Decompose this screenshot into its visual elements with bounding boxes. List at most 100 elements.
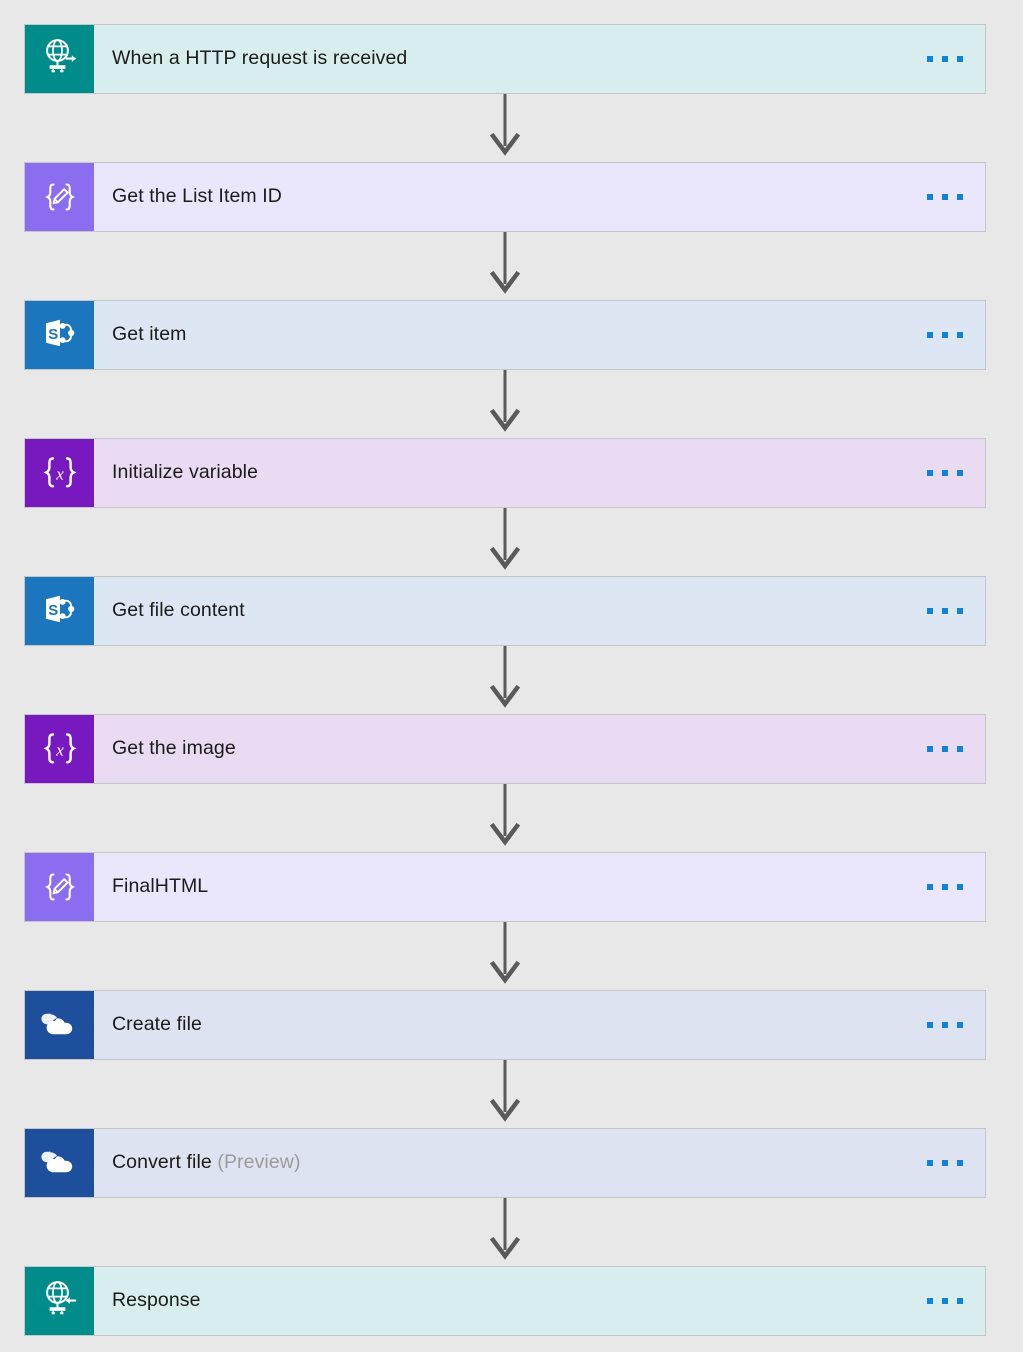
flow-step-body: When a HTTP request is received [94,25,985,93]
ellipsis-dot [927,1022,933,1028]
flow-step-card[interactable]: Convert file (Preview) [24,1128,986,1198]
sharepoint-icon: S [38,587,82,636]
ellipsis-dot [957,470,963,476]
flow-connector [24,646,986,714]
flow-step-card[interactable]: Create file [24,990,986,1060]
ellipsis-dot [942,470,948,476]
ellipsis-dot [942,746,948,752]
flow-step-title: Get the List Item ID [112,185,282,208]
more-commands-button[interactable] [927,884,967,890]
flow-step-icon [25,163,94,231]
flow-step-body: Initialize variable [94,439,985,507]
ellipsis-dot [942,1022,948,1028]
more-commands-button[interactable] [927,470,967,476]
flow-step-icon: S [25,577,94,645]
ellipsis-dot [957,608,963,614]
more-commands-button[interactable] [927,1298,967,1304]
flow-connector [24,922,986,990]
ellipsis-dot [957,1298,963,1304]
onedrive-cloud-icon [37,1000,83,1051]
flow-connector [24,508,986,576]
ellipsis-dot [927,746,933,752]
ellipsis-dot [927,56,933,62]
flow-step-card[interactable]: x Initialize variable [24,438,986,508]
more-commands-button[interactable] [927,332,967,338]
flow-step-icon [25,25,94,93]
svg-text:S: S [48,602,58,619]
flow-step-icon [25,853,94,921]
ellipsis-dot [927,608,933,614]
sharepoint-icon: S [38,311,82,360]
ellipsis-dot [942,194,948,200]
flow-step-title: Response [112,1289,201,1312]
flow-step-body: Get file content [94,577,985,645]
flow-step-card[interactable]: S Get file content [24,576,986,646]
flow-step-title: FinalHTML [112,875,209,898]
more-commands-button[interactable] [927,1160,967,1166]
svg-text:x: x [55,465,64,484]
compose-braces-pencil-icon [39,176,81,218]
ellipsis-dot [957,884,963,890]
ellipsis-dot [942,332,948,338]
ellipsis-dot [957,194,963,200]
ellipsis-dot [942,1160,948,1166]
ellipsis-dot [942,1298,948,1304]
more-commands-button[interactable] [927,56,967,62]
flow-step-body: Get the image [94,715,985,783]
flow-step-title-suffix: (Preview) [211,1151,301,1174]
flow-step-title: Get item [112,323,187,346]
flow-step-icon: x [25,439,94,507]
flow-step-body: Get item [94,301,985,369]
ellipsis-dot [942,56,948,62]
http-request-globe-out-icon [36,33,84,86]
flow-step-title: Get file content [112,599,245,622]
flow-step-body: Response [94,1267,985,1335]
more-commands-button[interactable] [927,746,967,752]
ellipsis-dot [957,1160,963,1166]
flow-connector [24,1060,986,1128]
flow-connector [24,1198,986,1266]
flow-step-title: Convert file (Preview) [112,1151,301,1174]
flow-step-body: Create file [94,991,985,1059]
flow-step-card[interactable]: Get the List Item ID [24,162,986,232]
flow-connector [24,370,986,438]
http-response-globe-in-icon [36,1275,84,1328]
ellipsis-dot [957,56,963,62]
ellipsis-dot [927,470,933,476]
flow-step-title: When a HTTP request is received [112,47,408,70]
flow-connector [24,94,986,162]
ellipsis-dot [942,884,948,890]
ellipsis-dot [927,884,933,890]
variables-braces-x-icon: x [38,451,82,495]
ellipsis-dot [957,332,963,338]
flow-step-icon: S [25,301,94,369]
flow-step-card[interactable]: When a HTTP request is received [24,24,986,94]
ellipsis-dot [942,608,948,614]
svg-text:x: x [55,741,64,760]
flow-connector [24,232,986,300]
ellipsis-dot [927,332,933,338]
flow-step-body: FinalHTML [94,853,985,921]
flow-step-card[interactable]: x Get the image [24,714,986,784]
flow-connector [24,784,986,852]
onedrive-cloud-icon [37,1138,83,1189]
flow-step-body: Get the List Item ID [94,163,985,231]
flow-step-title: Initialize variable [112,461,259,484]
flow-step-card[interactable]: S Get item [24,300,986,370]
more-commands-button[interactable] [927,608,967,614]
ellipsis-dot [927,1298,933,1304]
flow-step-card[interactable]: Response [24,1266,986,1336]
ellipsis-dot [927,194,933,200]
more-commands-button[interactable] [927,1022,967,1028]
more-commands-button[interactable] [927,194,967,200]
ellipsis-dot [957,746,963,752]
flow-step-card[interactable]: FinalHTML [24,852,986,922]
flow-step-title: Create file [112,1013,202,1036]
svg-text:S: S [48,326,58,343]
flow-step-icon: x [25,715,94,783]
flow-step-title: Get the image [112,737,236,760]
flow-step-icon [25,1129,94,1197]
flow-step-icon [25,991,94,1059]
flow-step-icon [25,1267,94,1335]
